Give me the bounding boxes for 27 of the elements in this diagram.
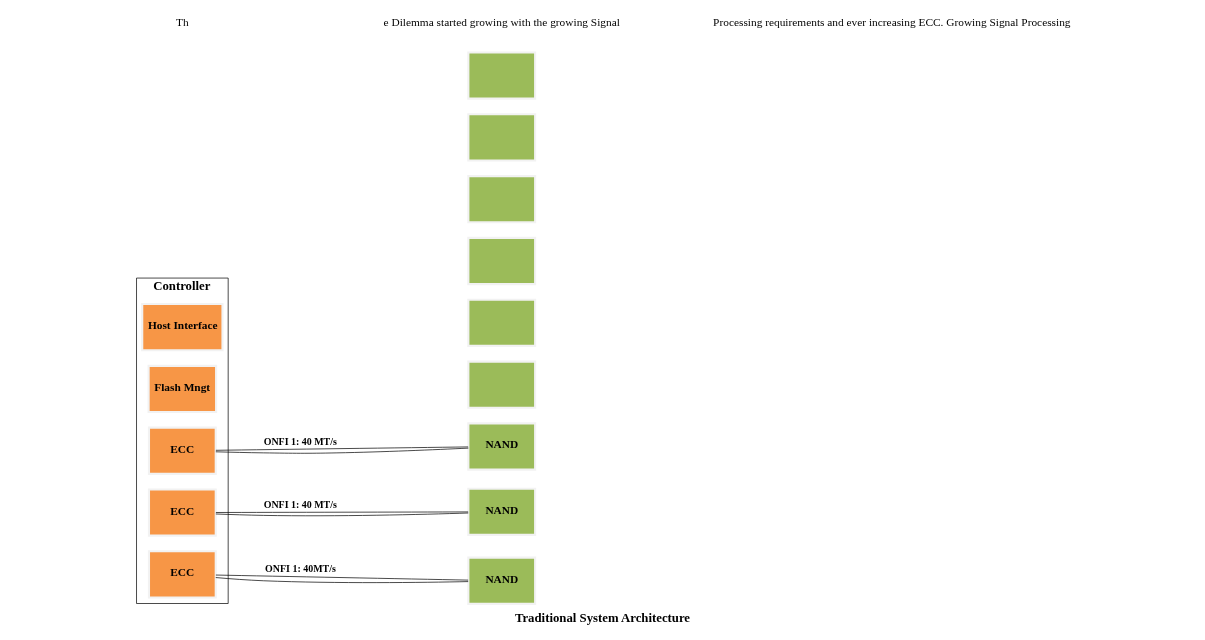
edge-label: ONFI 1: 40 MT/s [263,436,337,448]
node-box [466,113,536,162]
caption: Traditional System Architecture [514,610,690,625]
node-box: Flash Mngt [147,364,217,414]
connector [214,447,469,454]
node-box: Host Interface [140,302,224,352]
node-box: NAND [466,422,536,471]
edge-label: ONFI 1: 40MT/s [264,563,336,575]
node-box [466,298,536,347]
connector [214,512,469,517]
node-box [466,51,536,100]
node-box: ECC [147,488,217,537]
connector [215,511,468,513]
node-box [466,360,536,409]
label: Processing requirements and ever increasing ECC. Growing Signal Processing [712,16,1071,29]
edge-label: ONFI 1: 40 MT/s [263,499,337,511]
label: e Dilemma started growing with the growing Signal [383,16,620,29]
label: Th [175,16,189,29]
connector [215,446,468,451]
connector [214,577,469,583]
connector [215,574,468,581]
node-box [466,236,536,286]
node-box [466,175,536,224]
node-box: ECC [147,550,217,599]
node-box: NAND [466,487,536,536]
node-box: NAND [466,556,536,605]
node-box: ECC [147,426,217,475]
